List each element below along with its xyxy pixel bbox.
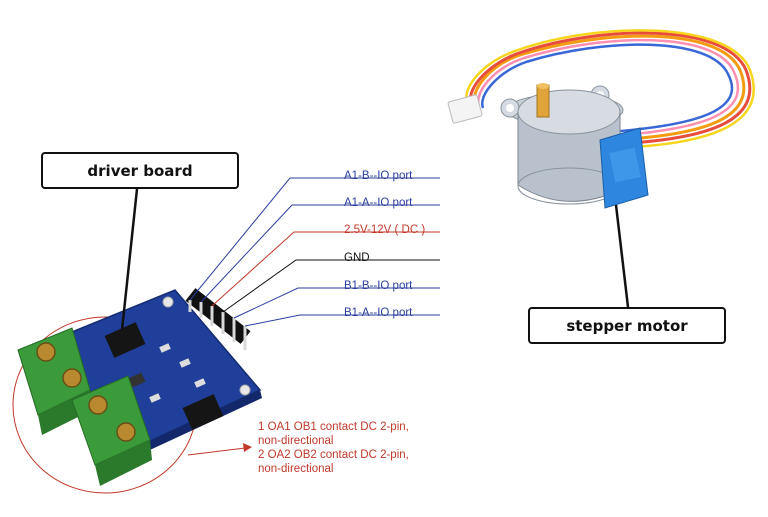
driver-chip-2 — [182, 394, 224, 430]
driver-chip-1 — [104, 322, 146, 358]
motor-shaft — [536, 84, 550, 118]
driver-board — [12, 288, 262, 494]
pin-label-gnd: GND — [344, 252, 370, 264]
motor-callout-line — [614, 204, 630, 308]
note-line-1: 1 OA1 OB1 contact DC 2-pin, — [258, 421, 409, 433]
motor-wire-yellow — [465, 29, 755, 150]
motor-wire-orange — [472, 34, 746, 142]
note-line-3: 2 OA2 OB2 contact DC 2-pin, — [258, 449, 409, 461]
motor-wire-red — [468, 31, 752, 146]
header-pins — [185, 288, 251, 350]
pin-leader-lines — [189, 177, 440, 327]
pin-label-b1b: B1-B--IO port — [344, 280, 413, 292]
note-line-2: non-directional — [258, 435, 334, 447]
screw-terminal-2 — [71, 375, 152, 486]
pin-label-b1a: B1-A--IO port — [344, 307, 413, 319]
notes-arrow — [187, 447, 246, 456]
pin-label-a1a: A1-A--IO port — [344, 197, 413, 209]
driver-callout-line — [120, 188, 139, 331]
driver-board-callout: driver board — [41, 152, 239, 189]
motor-wire-pink — [477, 38, 740, 138]
motor-plug — [447, 94, 483, 124]
note-line-4: non-directional — [258, 463, 334, 475]
stepper-motor — [447, 29, 755, 209]
pin-label-a1b: A1-B--IO port — [344, 170, 413, 182]
pin-label-power: 2.5V-12V ( DC ) — [344, 224, 426, 236]
motor-wire-blue — [481, 43, 734, 134]
stepper-motor-callout: stepper motor — [528, 307, 726, 344]
